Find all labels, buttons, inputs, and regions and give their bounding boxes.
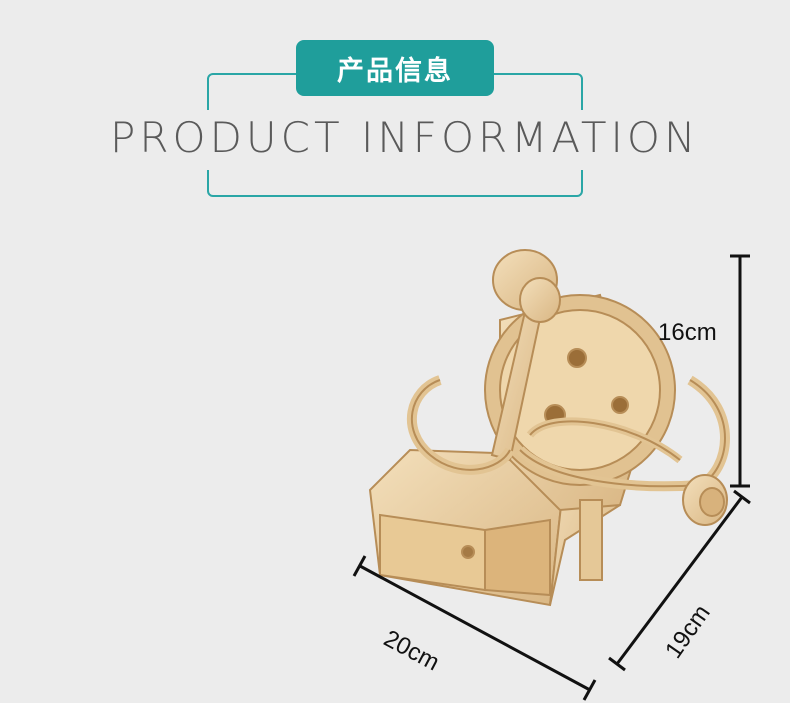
page-title: PRODUCT INFORMATION: [110, 113, 700, 162]
height-dimension-label: 16cm: [658, 319, 717, 346]
product-image: [368, 249, 730, 607]
section-badge: 产品信息: [296, 40, 494, 96]
title-band: [110, 110, 680, 170]
